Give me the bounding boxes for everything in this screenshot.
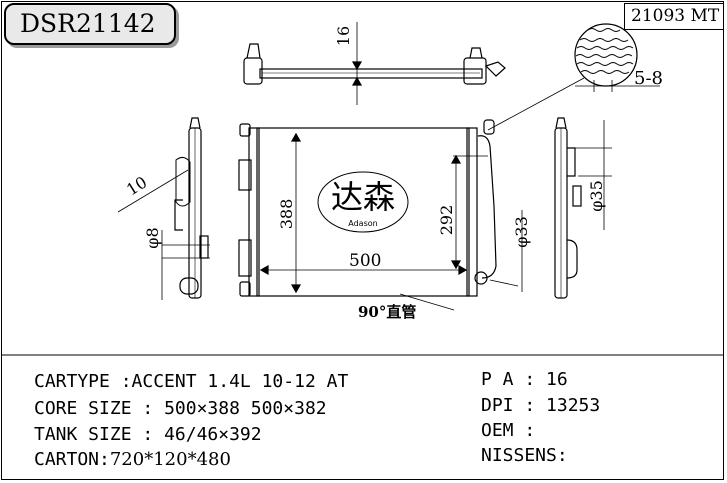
carton-value: 720*120*480 [109,449,231,470]
core [256,127,470,297]
spec-tank-size: TANK SIZE : 46/46×392 [34,424,262,445]
detail-leader [487,77,585,131]
left-tank [248,127,260,297]
tank-size-label: TANK SIZE : [34,424,154,445]
dim-phi33-label: φ33 [512,216,531,248]
cartype-value: ACCENT 1.4L 10-12 AT [131,371,349,392]
spec-core-size: CORE SIZE : 500×388 500×382 [34,398,327,419]
top-left-bracket [243,57,263,85]
top-right-pipe [484,61,506,77]
dpi-value: 13253 [546,395,601,416]
dim-height-label: 388 [277,199,296,230]
dim-core-label: 292 [437,205,456,236]
pa-label: P A : [481,369,536,390]
note-leader [399,293,455,311]
right-tank [466,127,478,297]
dim-width-label: 500 [349,251,381,271]
dim-phi8-label: φ8 [143,227,162,248]
right-side-view [554,117,612,299]
dim-top-label: 16 [334,26,353,46]
nissens-label: NISSENS: [481,445,568,466]
fin-detail [487,23,660,131]
spec-nissens: NISSENS: [481,445,568,466]
pipe-note: 90°直管 [358,303,416,321]
logo-subtext: Adason [348,219,377,228]
logo-ellipse [317,171,409,233]
cartype-label: CARTYPE : [34,371,132,392]
left-lower-boss [238,239,252,277]
top-view [243,22,506,105]
front-view [238,119,523,311]
pa-value: 16 [546,369,568,390]
top-right-bracket [463,57,487,85]
dim-fin-label: 5-8 [634,68,663,89]
spec-carton: CARTON:720*120*480 [34,449,231,470]
core-size-label: CORE SIZE : [34,398,154,419]
dim-phi35-label: φ35 [587,180,606,212]
core-size-value: 500×388 500×382 [164,398,327,419]
dpi-label: DPI : [481,395,536,416]
left-side-view [117,117,210,300]
left-upper-boss [238,159,252,191]
ref-code: 21093 MT [631,6,720,26]
logo-text: 达森 [331,178,395,216]
part-number-badge: DSR21142 [4,3,176,45]
spec-cartype: CARTYPE :ACCENT 1.4L 10-12 AT [34,371,348,392]
oem-label: OEM : [481,420,536,441]
spec-oem: OEM : [481,420,535,441]
tank-size-value: 46/46×392 [164,424,262,445]
top-tank-bar [259,68,483,79]
ref-code-box: 21093 MT [624,3,724,30]
carton-label: CARTON: [34,449,110,470]
dim-angle-line [117,169,189,213]
part-number: DSR21142 [20,9,156,38]
spec-dpi: DPI : 13253 [481,395,600,416]
right-pipe [477,135,497,279]
spec-pa: P A : 16 [481,369,568,390]
